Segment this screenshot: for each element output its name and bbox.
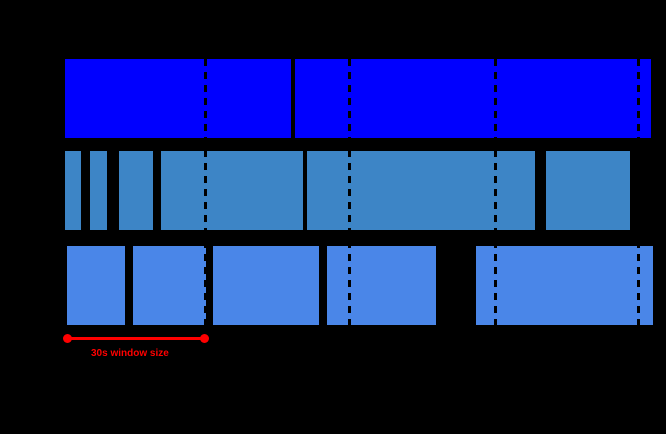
arrow-right-endpoint	[199, 333, 209, 343]
track-2-segment	[119, 151, 153, 230]
window-boundary-dashed-line	[204, 59, 207, 325]
track-2-segment	[161, 151, 303, 230]
track-2-segment	[90, 151, 107, 230]
track-1-segment	[295, 59, 651, 138]
window-boundary-dashed-line	[493, 59, 497, 325]
track-3-segment	[67, 246, 125, 325]
arrow-left-endpoint	[62, 333, 72, 343]
window-boundary-dashed-line	[348, 59, 351, 325]
track-1-segment	[65, 59, 291, 138]
track-2-segment	[546, 151, 630, 230]
track-3-segment	[476, 246, 653, 325]
window-boundary-dashed-line	[637, 59, 640, 325]
track-3-segment	[327, 246, 436, 325]
track-3-segment	[213, 246, 319, 325]
window-size-label: 30s window size	[91, 348, 169, 359]
track-3-segment	[133, 246, 206, 325]
track-2-segment	[307, 151, 535, 230]
track-2-segment	[65, 151, 81, 230]
window-size-arrow	[67, 336, 204, 340]
